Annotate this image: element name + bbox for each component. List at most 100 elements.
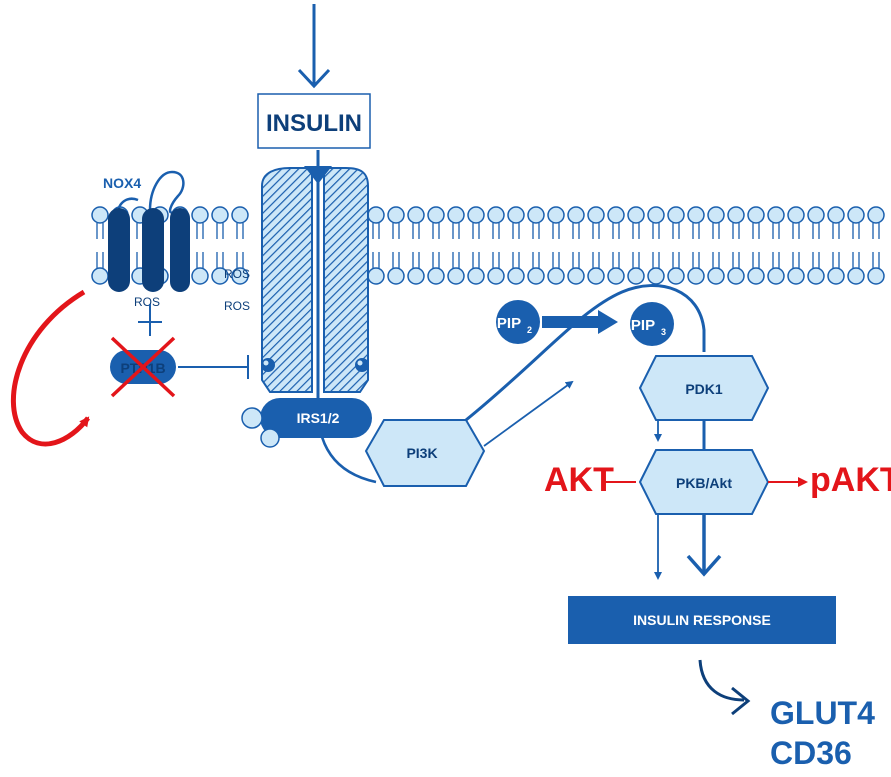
pdk1-node: PDK1 bbox=[638, 355, 770, 421]
lipid-tail bbox=[772, 252, 780, 268]
lipid-head bbox=[707, 206, 725, 224]
lipid-tail bbox=[472, 252, 480, 268]
lipid-head bbox=[567, 267, 585, 285]
lipid-tail bbox=[632, 223, 640, 239]
lipid-tail bbox=[196, 252, 204, 268]
phosphate-icon bbox=[355, 358, 369, 372]
lipid-head bbox=[627, 267, 645, 285]
lipid-head bbox=[91, 206, 109, 224]
lipid-head bbox=[547, 267, 565, 285]
lipid-tail bbox=[612, 223, 620, 239]
lipid-head bbox=[687, 206, 705, 224]
glut4-label: GLUT4 bbox=[770, 695, 875, 731]
lipid-head bbox=[467, 206, 485, 224]
lipid-head bbox=[807, 267, 825, 285]
lipid-head bbox=[787, 206, 805, 224]
lipid-head bbox=[867, 267, 885, 285]
lipid-tail bbox=[492, 252, 500, 268]
insulin-response-box bbox=[568, 596, 836, 644]
lipid-head bbox=[487, 206, 505, 224]
lipid-tail bbox=[96, 223, 104, 239]
ros-label: ROS bbox=[224, 267, 250, 281]
output-arrow bbox=[698, 659, 745, 702]
pip-conversion-arrow bbox=[542, 316, 600, 328]
ptp1b-node: PTP1B bbox=[110, 336, 176, 398]
nox4-label: NOX4 bbox=[103, 175, 141, 191]
lipid-head bbox=[91, 267, 109, 285]
lipid-head bbox=[827, 206, 845, 224]
lipid-tail bbox=[872, 223, 880, 239]
lipid-tail bbox=[752, 252, 760, 268]
pip2-subscript: 2 bbox=[527, 325, 532, 335]
pip3-subscript: 3 bbox=[661, 327, 666, 337]
lipid-tail bbox=[812, 252, 820, 268]
lipid-tail bbox=[372, 252, 380, 268]
lipid-tail bbox=[96, 252, 104, 268]
lipid-tail bbox=[552, 252, 560, 268]
irs-label: IRS1/2 bbox=[297, 410, 340, 426]
lipid-tail bbox=[772, 223, 780, 239]
lipid-tail bbox=[732, 252, 740, 268]
lipid-head bbox=[407, 267, 425, 285]
lipid-head bbox=[467, 267, 485, 285]
insulin-response-label: INSULIN RESPONSE bbox=[633, 612, 771, 628]
lipid-head bbox=[667, 267, 685, 285]
lipid-tail bbox=[552, 223, 560, 239]
lipid-tail bbox=[432, 223, 440, 239]
pip2-node: PIP 2 bbox=[496, 300, 540, 344]
pi3k-node: PI3K bbox=[364, 419, 486, 487]
lipid-head bbox=[367, 206, 385, 224]
lipid-tail bbox=[752, 223, 760, 239]
feedback-arrow bbox=[10, 289, 90, 447]
lipid-head bbox=[487, 267, 505, 285]
lipid-tail bbox=[692, 223, 700, 239]
pip2-label: PIP bbox=[497, 315, 521, 332]
cell-membrane bbox=[91, 206, 885, 285]
lipid-tail bbox=[572, 252, 580, 268]
lipid-tail bbox=[652, 223, 660, 239]
lipid-tail bbox=[672, 223, 680, 239]
pi3k-label: PI3K bbox=[406, 445, 437, 461]
lipid-head bbox=[627, 206, 645, 224]
pkb-akt-node: PKB/Akt bbox=[638, 449, 770, 515]
lipid-tail bbox=[632, 252, 640, 268]
lipid-tail bbox=[792, 223, 800, 239]
lipid-head bbox=[607, 206, 625, 224]
lipid-tail bbox=[712, 252, 720, 268]
lipid-head bbox=[191, 206, 209, 224]
lipid-tail bbox=[452, 252, 460, 268]
lipid-tail bbox=[216, 252, 224, 268]
lipid-head bbox=[687, 267, 705, 285]
nox4-protein bbox=[108, 170, 190, 292]
pdk1-label: PDK1 bbox=[685, 381, 723, 397]
lipid-head bbox=[647, 206, 665, 224]
lipid-head bbox=[607, 267, 625, 285]
lipid-tail bbox=[392, 223, 400, 239]
lipid-tail bbox=[832, 252, 840, 268]
lipid-tail bbox=[592, 252, 600, 268]
lipid-head bbox=[211, 267, 229, 285]
lipid-head bbox=[231, 267, 249, 285]
lipid-head bbox=[847, 267, 865, 285]
lipid-head bbox=[191, 267, 209, 285]
phosphate-icon bbox=[261, 358, 275, 372]
lipid-head bbox=[387, 267, 405, 285]
lipid-head bbox=[567, 206, 585, 224]
lipid-head bbox=[767, 206, 785, 224]
insulin-label: INSULIN bbox=[266, 110, 362, 137]
lipid-tail bbox=[196, 223, 204, 239]
ros-label: ROS bbox=[134, 295, 160, 309]
lipid-head bbox=[447, 206, 465, 224]
lipid-head bbox=[387, 206, 405, 224]
lipid-tail bbox=[812, 223, 820, 239]
lipid-tail bbox=[492, 223, 500, 239]
lipid-tail bbox=[372, 223, 380, 239]
lipid-head bbox=[847, 206, 865, 224]
lipid-head bbox=[647, 267, 665, 285]
ros-label: ROS bbox=[224, 299, 250, 313]
lipid-tail bbox=[432, 252, 440, 268]
lipid-tail bbox=[692, 252, 700, 268]
lipid-head bbox=[827, 267, 845, 285]
lipid-tail bbox=[216, 223, 224, 239]
lipid-head bbox=[767, 267, 785, 285]
